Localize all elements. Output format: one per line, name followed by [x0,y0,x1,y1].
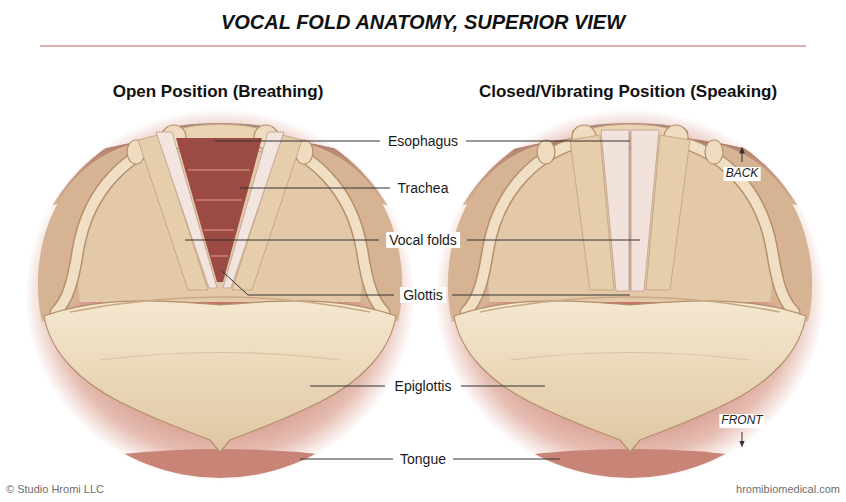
view-heading: Open Position (Breathing) [113,82,324,102]
open-larynx [20,109,420,500]
part-label: Vocal folds [386,232,460,248]
view-heading: Closed/Vibrating Position (Speaking) [479,82,777,102]
front-arrow [742,432,743,444]
copyright-note: © Studio Hromi LLC [6,483,104,496]
part-label: Tongue [397,451,449,467]
part-label: Epiglottis [392,378,455,394]
back-arrow [742,150,743,162]
part-label: Esophagus [385,133,461,149]
closed-larynx [430,109,830,500]
title-rule [40,46,806,47]
website-note: hromibiomedical.com [736,483,840,496]
orientation-label: BACK [724,167,761,181]
leader-lines [185,141,640,459]
orientation-label: FRONT [719,414,764,428]
diagram-title: VOCAL FOLD ANATOMY, SUPERIOR VIEW [221,11,625,34]
part-label: Trachea [395,180,452,196]
part-label: Glottis [400,287,446,303]
